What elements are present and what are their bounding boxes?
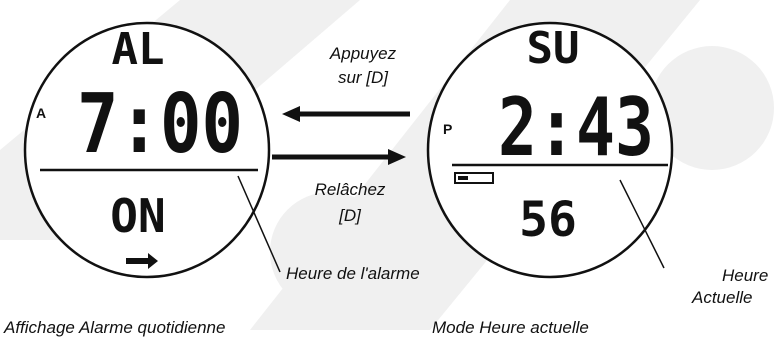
left-alarm-time: 7:00: [77, 77, 243, 172]
alarm-callout-line: [237, 175, 281, 273]
alarm-indicator-icon: [126, 253, 158, 269]
left-alarm-status: ON: [110, 189, 165, 243]
press-instruction-line2: sur [D]: [337, 68, 389, 87]
release-instruction-line1: Relâchez: [314, 180, 386, 199]
release-arrow: [272, 149, 406, 165]
current-time-callout-line: [619, 179, 665, 269]
press-instruction-line1: Appuyez: [329, 44, 397, 63]
current-time-callout-label-line2: Actuelle: [692, 288, 753, 307]
right-period-indicator: P: [443, 121, 452, 137]
right-current-time: 2:43: [498, 81, 654, 174]
left-watch-face: AL A 7:00 ON: [23, 21, 281, 279]
left-period-indicator: A: [36, 105, 46, 121]
right-day-text: SU: [527, 23, 580, 74]
right-seconds: 56: [519, 192, 577, 248]
battery-indicator-icon: [454, 172, 494, 184]
press-arrow: [282, 106, 410, 122]
left-watch-caption: Affichage Alarme quotidienne: [4, 318, 226, 337]
battery-level-icon: [458, 176, 468, 180]
left-mode-text: AL: [112, 24, 165, 75]
right-watch-caption: Mode Heure actuelle: [432, 318, 589, 337]
current-time-callout-label-line1: Heure: [722, 266, 769, 285]
release-instruction-line2: [D]: [339, 206, 361, 225]
right-watch-face: SU P 2:43 56: [426, 21, 674, 279]
alarm-time-callout-label: Heure de l'alarme: [286, 264, 420, 283]
